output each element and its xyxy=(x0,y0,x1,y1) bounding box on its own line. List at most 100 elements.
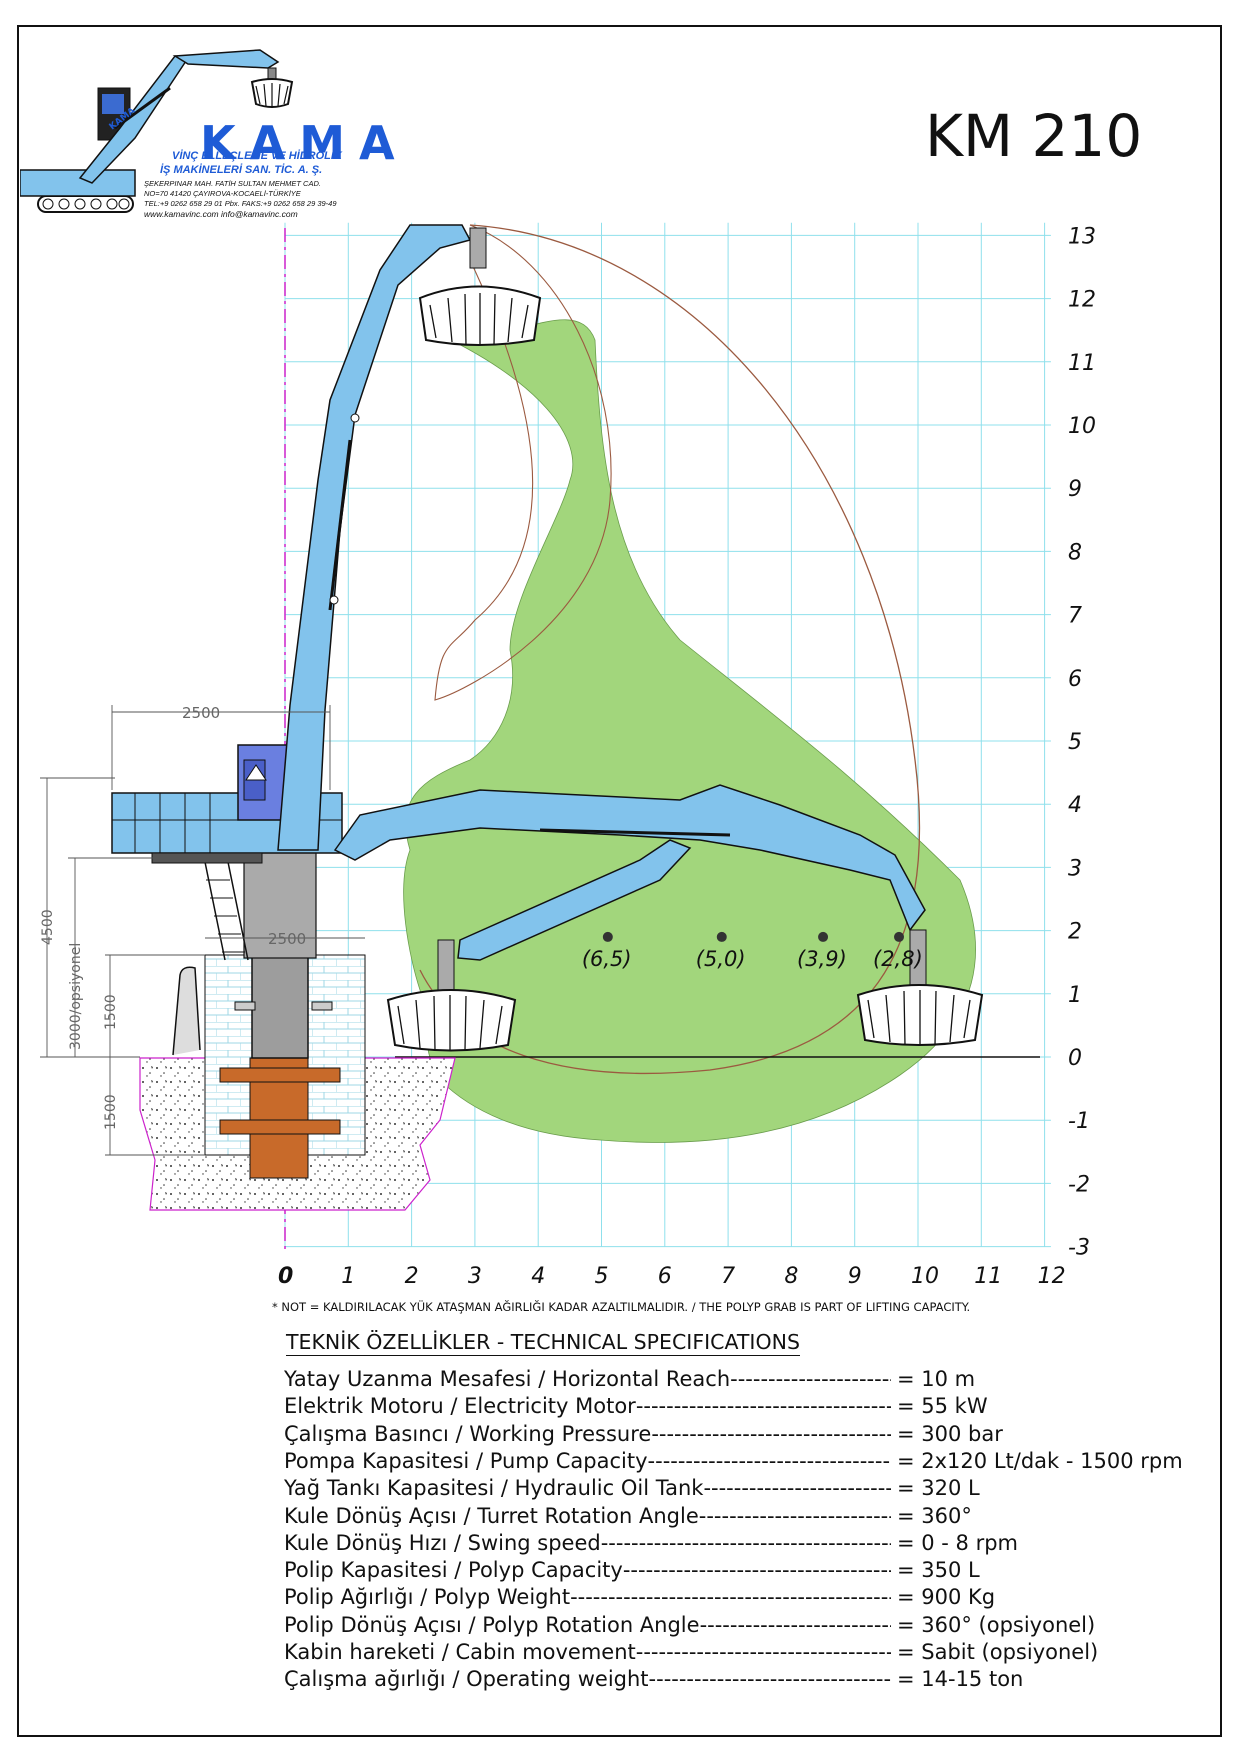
logo-address-2: NO=70 41420 ÇAYIROVA-KOCAELİ-TÜRKİYE xyxy=(144,189,301,198)
dim-depth-foundation: 1500 xyxy=(103,1094,119,1130)
spec-label: Yağ Tankı Kapasitesi / Hydraulic Oil Tan… xyxy=(284,1476,704,1501)
y-tick-label: 0 xyxy=(1068,1046,1082,1071)
anchor-flange-top xyxy=(219,1067,341,1083)
x-tick-label: 12 xyxy=(1038,1264,1066,1289)
spec-leader-dashes: ----------------------------------------… xyxy=(648,1667,891,1692)
y-tick-label: -3 xyxy=(1068,1236,1090,1261)
capacity-point xyxy=(716,931,727,942)
dim-height-total: 4500 xyxy=(40,909,56,945)
handrail xyxy=(172,966,201,1056)
spec-value: = 360° (opsiyonel) xyxy=(897,1612,1096,1637)
spec-label: Pompa Kapasitesi / Pump Capacity xyxy=(284,1448,648,1473)
y-tick-label: -2 xyxy=(1068,1172,1090,1197)
x-tick-label: 7 xyxy=(721,1264,735,1289)
spec-label: Kule Dönüş Hızı / Swing speed xyxy=(284,1530,601,1555)
polyp-grab-top xyxy=(418,227,542,346)
spec-label: Polip Dönüş Açısı / Polyp Rotation Angle xyxy=(284,1612,700,1637)
capacity-point xyxy=(894,931,905,942)
y-tick-label: 1 xyxy=(1068,983,1082,1008)
capacity-points: (6,5) (5,0) (3,9) (2,8) xyxy=(582,931,923,971)
spec-value: = 2x120 Lt/dak - 1500 rpm xyxy=(897,1448,1183,1473)
polyp-grab-left xyxy=(386,939,517,1052)
y-tick-label: 4 xyxy=(1068,793,1082,818)
specs-title: TEKNİK ÖZELLİKLER - TECHNICAL SPECIFICAT… xyxy=(286,1330,800,1356)
spec-value: = 10 m xyxy=(897,1367,976,1391)
x-tick-label: 9 xyxy=(848,1264,862,1289)
spec-label: Çalışma ağırlığı / Operating weight xyxy=(284,1667,649,1692)
capacity-point-label: (5,0) xyxy=(696,947,746,971)
capacity-point-label: (6,5) xyxy=(582,947,632,971)
y-tick-label: 5 xyxy=(1068,730,1082,755)
y-tick-label: 9 xyxy=(1068,477,1082,502)
logo-machine-illustration: KAMA xyxy=(19,49,294,213)
x-tick-label: 3 xyxy=(468,1264,482,1289)
y-tick-label: 8 xyxy=(1068,540,1082,565)
polyp-grab-right xyxy=(856,929,984,1046)
x-tick-label: 0 xyxy=(278,1264,293,1289)
lifting-capacity-note: * NOT = KALDIRILACAK YÜK ATAŞMAN AĞIRLIĞ… xyxy=(272,1300,971,1314)
y-tick-label: 6 xyxy=(1068,667,1082,692)
spec-value: = 14-15 ton xyxy=(897,1667,1024,1692)
capacity-point xyxy=(818,931,829,942)
x-tick-label: 8 xyxy=(784,1264,798,1289)
capacity-point xyxy=(602,931,613,942)
logo-tagline-2: İŞ MAKİNELERİ SAN. TİC. A. Ş. xyxy=(160,164,323,176)
spec-label: Elektrik Motoru / Electricity Motor xyxy=(284,1394,636,1419)
y-tick-label: 12 xyxy=(1068,288,1096,313)
capacity-point-label: (2,8) xyxy=(873,947,923,971)
spec-leader-dashes: ----------------------------------------… xyxy=(635,1394,891,1419)
spec-value: = 360° xyxy=(897,1503,972,1528)
spec-value: = 900 Kg xyxy=(897,1585,996,1610)
x-tick-label: 10 xyxy=(911,1264,939,1289)
intermediate-arm xyxy=(457,839,692,961)
drawing-sheet-border xyxy=(17,25,1222,1737)
dim-height-pedestal: 1500 xyxy=(103,994,119,1030)
logo-phone: TEL:+9 0262 658 29 01 Pbx. FAKS:+9 0262 … xyxy=(144,199,337,208)
spec-leader-dashes: ----------------------------------------… xyxy=(698,1503,891,1528)
spec-value: = 300 bar xyxy=(897,1421,1003,1446)
spec-value: = 0 - 8 rpm xyxy=(897,1530,1019,1555)
spec-label: Yatay Uzanma Mesafesi / Horizontal Reach xyxy=(284,1367,731,1391)
y-tick-label: -1 xyxy=(1068,1109,1090,1134)
model-title: KM 210 xyxy=(925,102,1143,170)
spec-label: Polip Kapasitesi / Polyp Capacity xyxy=(284,1558,623,1583)
spec-label: Polip Ağırlığı / Polyp Weight xyxy=(284,1585,571,1610)
company-logo: KAMA KAMA VİNÇ ELLEÇLEME VE HİDROLİK İŞ … xyxy=(19,28,395,219)
y-tick-label: 13 xyxy=(1068,224,1096,249)
y-tick-label: 7 xyxy=(1068,604,1082,629)
x-tick-label: 1 xyxy=(341,1264,355,1289)
dim-height-column: 3000/opsiyonel xyxy=(68,943,84,1050)
spec-leader-dashes: ----------------------------------------… xyxy=(703,1476,891,1501)
spec-leader-dashes: ----------------------------------------… xyxy=(600,1530,891,1555)
spec-label: Kabin hareketi / Cabin movement xyxy=(284,1640,636,1664)
x-tick-label: 5 xyxy=(595,1264,609,1289)
spec-leader-dashes: ----------------------------------------… xyxy=(622,1558,891,1583)
spec-label: Çalışma Basıncı / Working Pressure xyxy=(284,1421,652,1446)
dim-top-width: 2500 xyxy=(182,704,220,722)
capacity-point-label: (3,9) xyxy=(797,947,847,971)
access-ladder xyxy=(204,861,249,961)
y-tick-label: 2 xyxy=(1068,920,1082,945)
x-tick-label: 11 xyxy=(974,1264,1002,1289)
spec-value: = 320 L xyxy=(897,1476,980,1501)
work-area-envelope xyxy=(403,319,976,1143)
spec-value: = Sabit (opsiyonel) xyxy=(897,1640,1099,1664)
logo-brand-text: KAMA xyxy=(200,116,409,170)
logo-web: www.kamavinc.com info@kamavinc.com xyxy=(144,209,298,219)
dimension-lines xyxy=(40,705,365,1156)
reach-arc-inner xyxy=(434,224,612,701)
x-tick-label: 6 xyxy=(658,1264,672,1289)
anchor-flange-bottom xyxy=(219,1119,341,1135)
x-tick-label: 2 xyxy=(405,1264,419,1289)
spec-leader-dashes: ----------------------------------------… xyxy=(651,1421,891,1446)
spec-value: = 350 L xyxy=(897,1558,980,1583)
spec-leader-dashes: ----------------------------------------… xyxy=(730,1367,891,1391)
logo-address-1: ŞEKERPINAR MAH. FATİH SULTAN MEHMET CAD. xyxy=(144,179,321,188)
y-tick-label: 10 xyxy=(1068,414,1096,439)
spec-leader-dashes: ----------------------------------------… xyxy=(570,1585,891,1610)
spec-value: = 55 kW xyxy=(897,1394,988,1419)
spec-label: Kule Dönüş Açısı / Turret Rotation Angle xyxy=(284,1503,699,1528)
logo-tagline-1: VİNÇ ELLEÇLEME VE HİDROLİK xyxy=(172,150,342,162)
